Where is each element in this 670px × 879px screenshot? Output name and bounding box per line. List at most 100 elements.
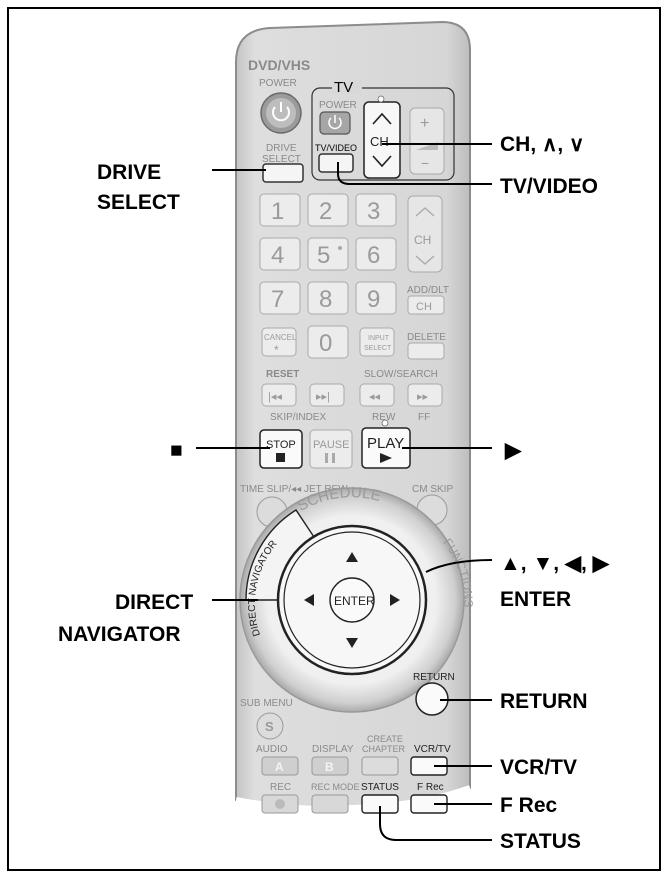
leader-arrows — [425, 559, 493, 573]
tvvideo-button[interactable] — [318, 153, 354, 173]
slow-search-label: SLOW/SEARCH — [364, 369, 438, 380]
display-button[interactable]: B — [311, 756, 349, 776]
callout-direct-2: NAVIGATOR — [58, 623, 181, 646]
tv-power-button[interactable] — [319, 111, 351, 135]
svg-text:B: B — [325, 760, 334, 774]
cm-skip-label: CM SKIP — [412, 484, 453, 495]
key-7[interactable]: 7 — [259, 281, 301, 315]
enter-button[interactable]: ENTER — [329, 577, 375, 623]
callout-return: RETURN — [500, 690, 588, 713]
stop-button[interactable]: STOP — [259, 429, 303, 469]
callout-vcrtv: VCR/TV — [500, 756, 577, 779]
cancel-button[interactable]: CANCEL * — [261, 327, 297, 357]
callout-drive-select-2: SELECT — [97, 191, 180, 214]
key-1[interactable]: 1 — [259, 193, 301, 227]
right-ch-rocker[interactable]: CH — [407, 195, 443, 273]
tv-group — [311, 87, 455, 181]
sub-menu-label: SUB MENU — [240, 698, 293, 709]
skip-index-label: SKIP/INDEX — [270, 412, 326, 423]
callout-tvvideo: TV/VIDEO — [500, 175, 598, 198]
input-select-button[interactable]: INPUT SELECT — [359, 327, 395, 357]
svg-text:3: 3 — [367, 198, 380, 225]
callout-drive-select-1: DRIVE — [97, 161, 161, 184]
create-chapter-label-1: CREATE — [367, 734, 403, 744]
stop-label: STOP — [266, 439, 296, 451]
svg-text:6: 6 — [367, 242, 380, 269]
volume-down-icon: − — [421, 155, 429, 171]
svg-text:S: S — [265, 719, 274, 734]
status-label: STATUS — [361, 782, 399, 793]
delete-label: DELETE — [407, 332, 446, 343]
cursor-down-icon — [346, 638, 358, 648]
key-0[interactable]: 0 — [307, 325, 349, 359]
svg-text:SELECT: SELECT — [364, 345, 392, 352]
drive-select-label-1: DRIVE — [266, 143, 297, 154]
add-dlt-label: ADD/DLT — [407, 285, 449, 296]
callout-status: STATUS — [500, 830, 581, 853]
ch-rocker[interactable]: CH — [363, 95, 401, 179]
callout-ch: CH, ∧, ∨ — [500, 133, 584, 156]
cursor-right-icon — [390, 594, 400, 606]
svg-text:2: 2 — [319, 198, 332, 225]
rewind-button[interactable]: ◂◂ — [359, 383, 395, 407]
frec-label: F Rec — [417, 782, 444, 793]
tvvideo-label: TV/VIDEO — [315, 143, 357, 153]
create-chapter-label-2: CHAPTER — [362, 744, 406, 754]
pause-button[interactable]: PAUSE — [309, 429, 353, 469]
key-5[interactable]: 5 — [307, 237, 349, 271]
key-9[interactable]: 9 — [355, 281, 397, 315]
skip-forward-icon: ▸▸| — [316, 391, 330, 403]
rec-button[interactable] — [261, 794, 299, 814]
rec-mode-label: REC MODE — [311, 782, 360, 792]
key-4[interactable]: 4 — [259, 237, 301, 271]
brand-label: DVD/VHS — [248, 57, 310, 73]
audio-button[interactable]: A — [261, 756, 299, 776]
number-pad: 1 2 3 4 5 6 7 8 9 0 — [259, 193, 397, 359]
key-6[interactable]: 6 — [355, 237, 397, 271]
svg-text:CH: CH — [416, 301, 432, 313]
svg-text:PAUSE: PAUSE — [313, 439, 349, 451]
power-button[interactable] — [260, 92, 302, 134]
right-ch-up-icon — [415, 207, 435, 217]
ch-down-icon — [372, 155, 392, 168]
key-8[interactable]: 8 — [307, 281, 349, 315]
svg-text:8: 8 — [319, 286, 332, 313]
create-chapter-button[interactable] — [361, 756, 399, 776]
tv-power-icon — [328, 115, 342, 130]
play-icon — [380, 453, 392, 463]
tv-label: TV — [334, 79, 353, 96]
power-icon — [272, 102, 290, 122]
svg-text:A: A — [275, 760, 284, 774]
skip-back-button[interactable]: |◂◂ — [261, 383, 297, 407]
enter-label: ENTER — [334, 594, 375, 608]
rew-label: REW — [372, 412, 396, 423]
key-3[interactable]: 3 — [355, 193, 397, 227]
power-label: POWER — [259, 78, 297, 89]
delete-button[interactable] — [407, 342, 445, 360]
audio-label: AUDIO — [256, 744, 288, 755]
navigation-dial: SCHEDULE FUNCTIONS DIRECT NAVIGATOR ENTE… — [239, 484, 476, 713]
cursor-up-icon — [346, 552, 358, 562]
rec-mode-button[interactable] — [311, 794, 349, 814]
volume-rocker[interactable]: + − — [409, 107, 445, 175]
svg-text:1: 1 — [271, 198, 284, 225]
return-label: RETURN — [413, 672, 455, 683]
svg-text:5: 5 — [317, 242, 330, 269]
callout-arrows: ▲, ▼, ◀, ▶ — [500, 552, 610, 575]
drive-select-button[interactable] — [262, 163, 304, 183]
vcrtv-label: VCR/TV — [414, 744, 451, 755]
svg-text:0: 0 — [319, 330, 332, 357]
svg-text:7: 7 — [271, 286, 284, 313]
stop-icon — [276, 453, 285, 462]
skip-back-icon: |◂◂ — [268, 391, 282, 403]
key-2[interactable]: 2 — [307, 193, 349, 227]
sub-menu-button[interactable]: S — [256, 712, 284, 740]
tv-power-label: POWER — [319, 100, 357, 111]
add-dlt-button[interactable]: CH — [407, 295, 445, 315]
callout-enter: ENTER — [500, 588, 571, 611]
fast-forward-button[interactable]: ▸▸ — [407, 383, 443, 407]
cursor-left-icon — [304, 594, 314, 606]
svg-text:4: 4 — [271, 242, 284, 269]
skip-forward-button[interactable]: ▸▸| — [309, 383, 345, 407]
